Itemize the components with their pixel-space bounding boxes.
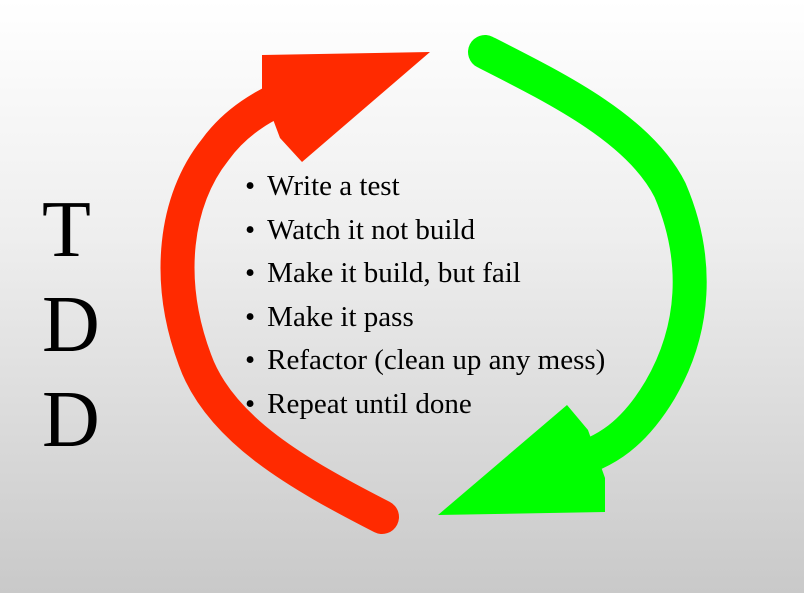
title-letter-t: T xyxy=(42,186,91,274)
title-letter-d1: D xyxy=(42,281,100,369)
red-arrowhead xyxy=(262,52,430,162)
step-item: Make it pass xyxy=(245,299,605,343)
step-item: Watch it not build xyxy=(245,212,605,256)
step-item: Make it build, but fail xyxy=(245,255,605,299)
green-arrowhead xyxy=(438,405,605,515)
step-item: Repeat until done xyxy=(245,386,605,430)
steps-list: Write a test Watch it not build Make it … xyxy=(245,168,605,429)
title-letter-d2: D xyxy=(42,376,100,464)
green-arrow-shaft xyxy=(468,35,707,482)
step-item: Write a test xyxy=(245,168,605,212)
step-item: Refactor (clean up any mess) xyxy=(245,342,605,386)
red-arrow-shaft xyxy=(160,68,399,534)
